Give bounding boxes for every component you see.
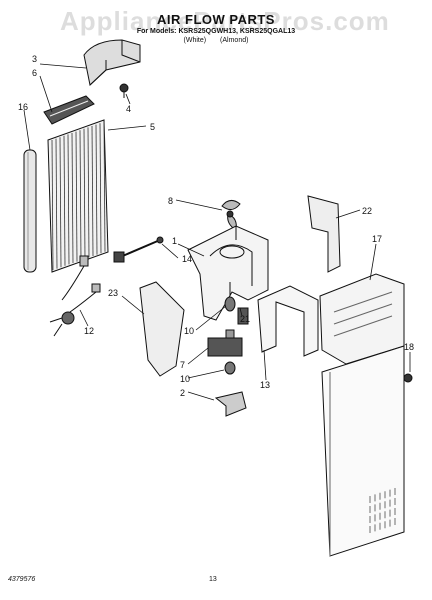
grille-slat <box>71 132 74 264</box>
grille-slat <box>79 130 82 261</box>
part-3-duct-cover <box>83 39 141 86</box>
grille-slat <box>95 124 98 255</box>
callout-17: 17 <box>372 234 382 244</box>
grille-slat <box>91 125 94 257</box>
grille-slat <box>67 134 70 265</box>
leader-lines <box>23 63 411 401</box>
color-almond: (Almond) <box>220 37 249 44</box>
part-5-grille <box>47 119 109 273</box>
callout-numbers: 3 6 4 5 16 8 22 1 14 17 23 21 10 7 10 2 … <box>18 54 414 398</box>
part-2-motor-bracket <box>214 391 247 417</box>
callout-21: 21 <box>240 314 250 324</box>
part-22-deflector <box>307 195 341 273</box>
grille-slat <box>63 135 66 266</box>
watermark: AppliancePartsPros.com <box>60 6 390 36</box>
part-16-tube <box>23 149 37 273</box>
grille-slat <box>103 121 106 252</box>
back-panel <box>321 345 405 557</box>
callout-18: 18 <box>404 342 414 352</box>
callout-12: 12 <box>84 326 94 336</box>
document-number: 4379576 <box>8 576 36 583</box>
color-variants: (White) (Almond) <box>0 37 432 44</box>
model-numbers: For Models: KSRS25QGWH13, KSRS25QGAL13 <box>136 28 296 35</box>
part-8-fan-blade <box>221 200 241 231</box>
callout-22: 22 <box>362 206 372 216</box>
part-23-baffle <box>139 281 185 377</box>
page-number: 13 <box>209 576 217 583</box>
part-4-screw <box>119 83 129 98</box>
callout-4: 4 <box>126 104 131 114</box>
callout-2: 2 <box>180 388 185 398</box>
grille-slat <box>99 123 102 254</box>
part-1-fan-shroud <box>187 225 269 321</box>
callout-16: 16 <box>18 102 28 112</box>
part-10-grommet-lower <box>224 361 236 375</box>
page-title: AIR FLOW PARTS <box>157 12 275 27</box>
callout-23: 23 <box>108 288 118 298</box>
callout-8: 8 <box>168 196 173 206</box>
part-6-seal-strip <box>43 95 95 125</box>
part-21-bracket <box>237 307 249 325</box>
callout-3: 3 <box>32 54 37 64</box>
part-7-fan-motor <box>207 329 243 357</box>
grille-slat <box>55 138 58 269</box>
color-white: (White) <box>183 37 207 44</box>
callout-1: 1 <box>172 236 177 246</box>
grille-slat <box>59 137 62 268</box>
part-10-grommet-upper <box>224 282 236 312</box>
callout-5: 5 <box>150 122 155 132</box>
part-12-wiring <box>49 255 101 337</box>
grille-slat <box>87 127 90 258</box>
callout-13: 13 <box>260 380 270 390</box>
callout-6: 6 <box>32 68 37 78</box>
callout-14: 14 <box>182 254 192 264</box>
callout-10-upper: 10 <box>184 326 194 336</box>
part-14-wire-harness <box>113 236 164 263</box>
part-13-duct-channel <box>257 285 319 357</box>
grille-slat <box>51 139 54 271</box>
grille-slat <box>83 128 86 259</box>
callout-7: 7 <box>180 360 185 370</box>
grille-slat <box>75 131 78 262</box>
callout-10-lower: 10 <box>180 374 190 384</box>
